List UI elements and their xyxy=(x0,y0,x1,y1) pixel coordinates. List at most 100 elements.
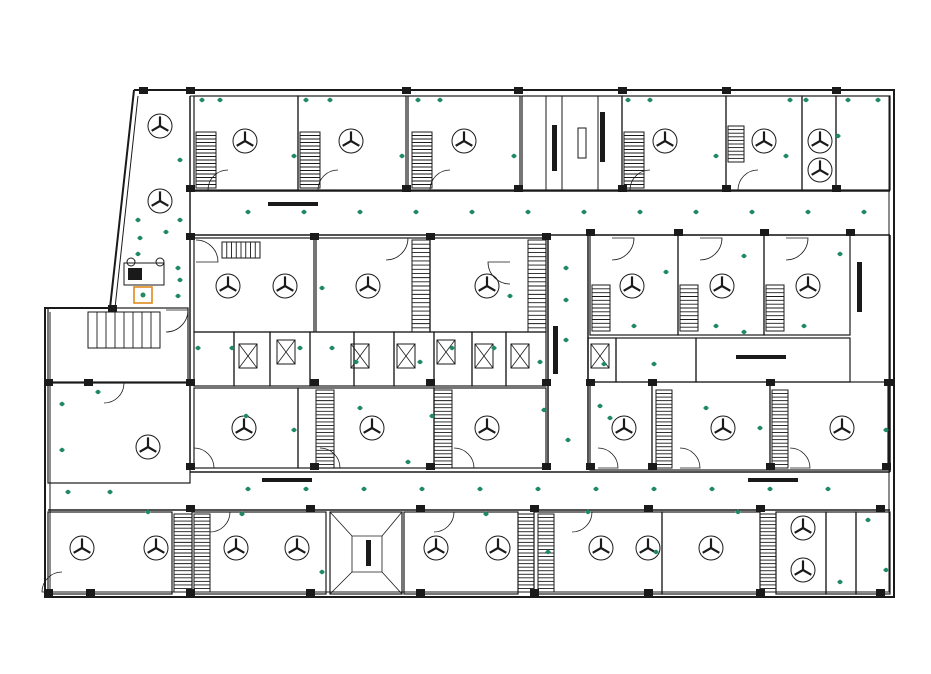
light-fixture-icon xyxy=(581,209,587,215)
door-swing xyxy=(385,237,409,261)
light-fixture-icon xyxy=(327,97,333,103)
ceiling-fan-icon xyxy=(147,113,173,139)
light-fixture-icon xyxy=(59,401,65,407)
structural-column xyxy=(766,463,775,470)
stair-hatch xyxy=(727,125,745,163)
light-fixture-icon xyxy=(429,413,435,419)
structural-column xyxy=(586,379,595,386)
room-outline xyxy=(505,331,547,387)
ceiling-fan-icon xyxy=(359,415,385,441)
structural-column xyxy=(876,505,885,512)
door-swing xyxy=(789,447,811,469)
light-fixture-icon xyxy=(175,265,181,271)
structural-column xyxy=(882,463,891,470)
light-fixture-icon xyxy=(535,486,541,492)
structural-column xyxy=(426,463,435,470)
light-fixture-icon xyxy=(563,337,569,343)
structural-column xyxy=(402,87,411,94)
light-fixture-icon xyxy=(163,229,169,235)
light-fixture-icon xyxy=(607,415,613,421)
stair-hatch xyxy=(315,389,335,469)
light-fixture-icon xyxy=(713,153,719,159)
ceiling-fan-icon xyxy=(272,273,298,299)
light-fixture-icon xyxy=(709,486,715,492)
stair-hatch xyxy=(771,389,789,469)
room-outline xyxy=(855,511,891,595)
light-fixture-icon xyxy=(865,517,871,523)
stair-hatch xyxy=(679,284,699,332)
light-fixture-icon xyxy=(565,437,571,443)
light-fixture-icon xyxy=(107,489,113,495)
structural-column xyxy=(876,589,885,596)
door-swing xyxy=(699,237,723,261)
light-fixture-icon xyxy=(597,403,603,409)
structural-column xyxy=(542,379,551,386)
door-swing xyxy=(165,309,189,333)
light-fixture-icon xyxy=(357,209,363,215)
light-fixture-icon xyxy=(835,133,841,139)
shaft-top-bar-2 xyxy=(577,127,587,159)
light-fixture-icon xyxy=(541,407,547,413)
structural-column xyxy=(586,463,595,470)
ceiling-fan-icon xyxy=(284,535,310,561)
shaft-top-bar-3 xyxy=(600,112,605,162)
ceiling-fan-icon xyxy=(451,128,477,154)
door-swing xyxy=(571,511,593,533)
door-swing xyxy=(433,511,455,533)
light-fixture-icon xyxy=(805,209,811,215)
structural-column xyxy=(416,505,425,512)
structural-column xyxy=(310,463,319,470)
structural-column xyxy=(530,589,539,596)
light-fixture-icon xyxy=(229,345,235,351)
light-fixture-icon xyxy=(357,405,363,411)
structural-column xyxy=(426,233,435,240)
door-swing xyxy=(209,511,231,533)
light-fixture-icon xyxy=(545,549,551,555)
ceiling-fans xyxy=(69,113,855,583)
structural-column xyxy=(84,379,93,386)
room-outline xyxy=(835,95,891,191)
light-fixture-icon xyxy=(883,567,889,573)
light-fixture-icon xyxy=(405,459,411,465)
structural-column xyxy=(648,463,657,470)
light-fixture-icon xyxy=(741,253,747,259)
structural-column xyxy=(514,185,523,192)
structural-column xyxy=(44,379,53,386)
structural-columns xyxy=(44,87,893,596)
light-fixture-icon xyxy=(883,427,889,433)
toilet-icon xyxy=(276,339,296,365)
light-fixture-icon xyxy=(837,251,843,257)
structural-column xyxy=(402,185,411,192)
toilet-icon xyxy=(436,339,456,365)
light-fixture-icon xyxy=(175,293,181,299)
door-swing xyxy=(487,261,511,285)
door-swing xyxy=(597,447,619,469)
furniture-block-wheel-1 xyxy=(126,257,136,267)
room-walls xyxy=(47,95,891,595)
light-fixture-icon xyxy=(469,209,475,215)
structural-column xyxy=(832,87,841,94)
light-fixture-icon xyxy=(651,486,657,492)
light-fixture-icon xyxy=(735,509,741,515)
room-outline xyxy=(297,95,407,191)
room-outline xyxy=(769,381,889,471)
light-fixture-icon xyxy=(749,209,755,215)
ceiling-fan-icon xyxy=(143,535,169,561)
structural-column xyxy=(832,185,841,192)
light-fixture-icon xyxy=(861,209,867,215)
void-bottom xyxy=(329,511,403,595)
light-fixture-icon xyxy=(415,97,421,103)
light-fixture-icon xyxy=(65,489,71,495)
stair-hatch xyxy=(527,239,547,333)
structural-column xyxy=(416,589,425,596)
structural-column xyxy=(766,379,775,386)
light-fixture-icon xyxy=(693,209,699,215)
light-fixture-icon xyxy=(319,285,325,291)
furniture-block-fill xyxy=(128,268,142,280)
light-fixture-icon xyxy=(875,97,881,103)
structural-column xyxy=(542,233,551,240)
ceiling-fan-icon xyxy=(698,535,724,561)
light-fixture-icon xyxy=(329,345,335,351)
stair-groups xyxy=(87,125,789,593)
